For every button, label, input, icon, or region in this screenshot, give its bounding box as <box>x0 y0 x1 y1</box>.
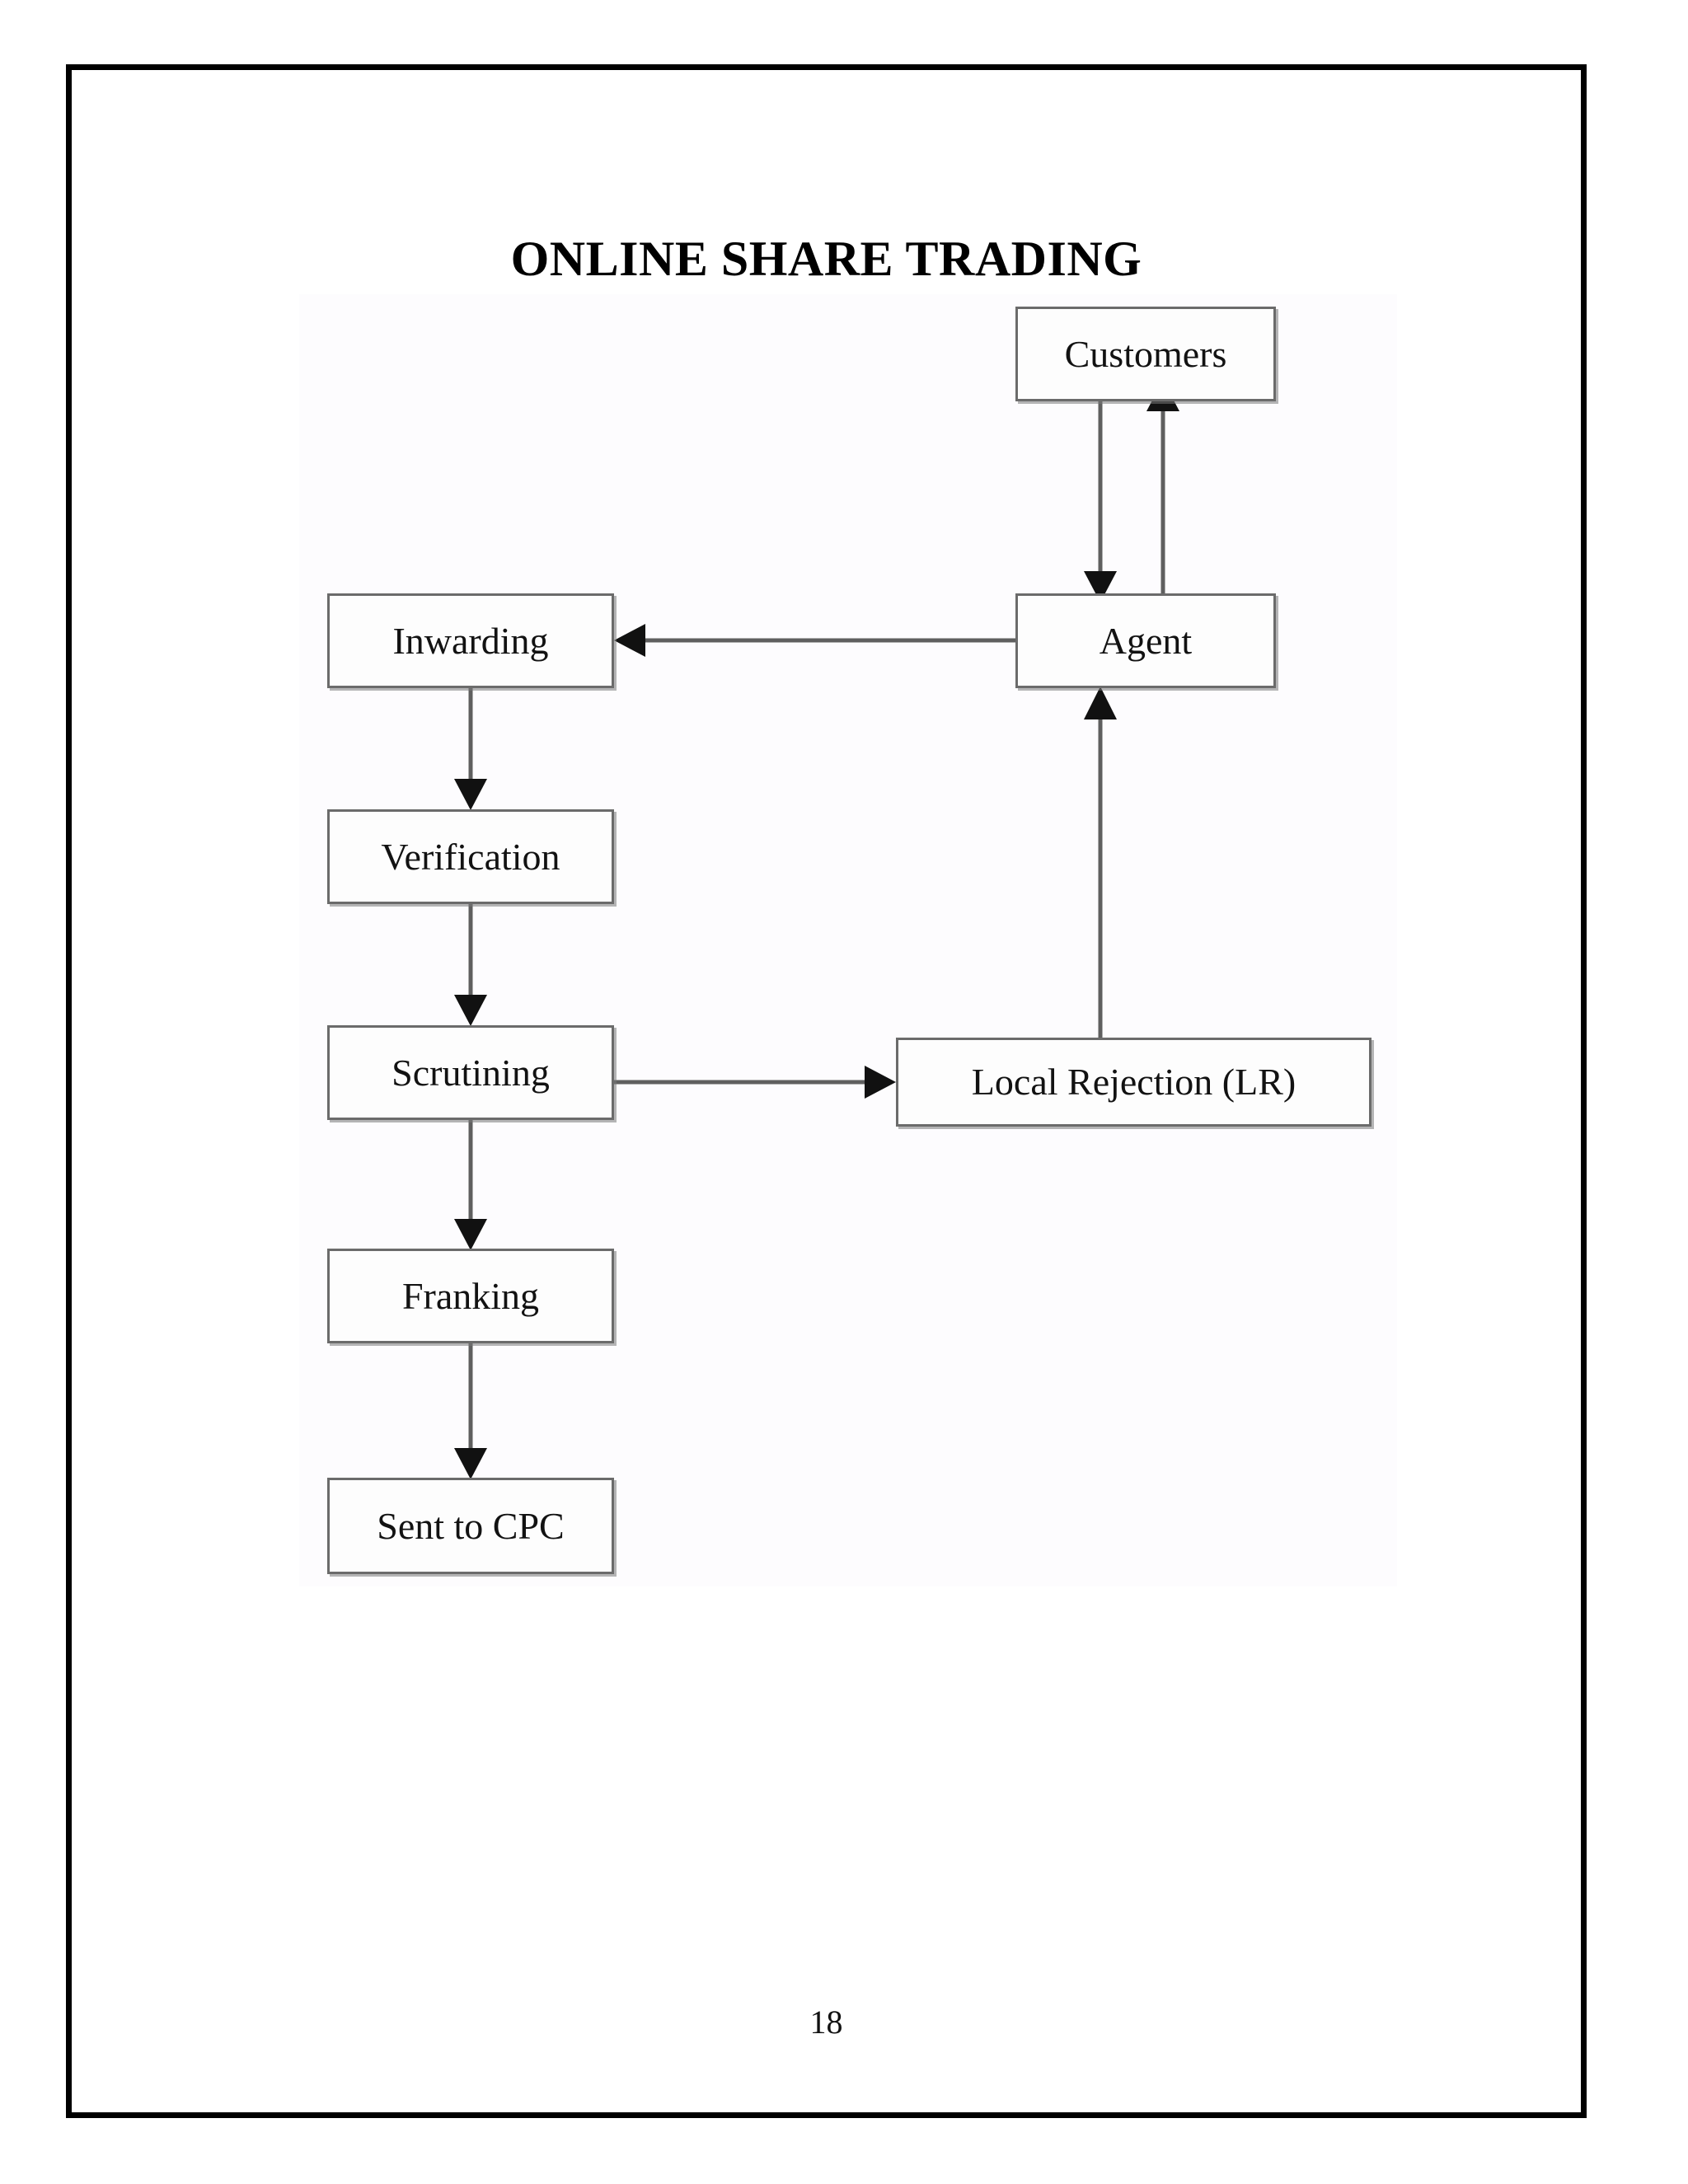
flowchart-canvas <box>299 294 1397 1586</box>
flow-node-agent[interactable]: Agent <box>1015 593 1276 688</box>
flow-node-verification[interactable]: Verification <box>327 809 614 904</box>
flow-node-scrutining[interactable]: Scrutining <box>327 1025 614 1120</box>
page-title: ONLINE SHARE TRADING <box>510 232 1142 286</box>
page-number: 18 <box>809 2004 843 2041</box>
page-sheet: ONLINE SHARE TRADING <box>66 64 1587 2118</box>
flow-node-franking[interactable]: Franking <box>327 1249 614 1343</box>
flow-node-sent-to-cpc[interactable]: Sent to CPC <box>327 1478 614 1574</box>
flow-node-customers[interactable]: Customers <box>1015 307 1276 401</box>
flow-node-local-rejection[interactable]: Local Rejection (LR) <box>896 1038 1372 1127</box>
flow-node-inwarding[interactable]: Inwarding <box>327 593 614 688</box>
